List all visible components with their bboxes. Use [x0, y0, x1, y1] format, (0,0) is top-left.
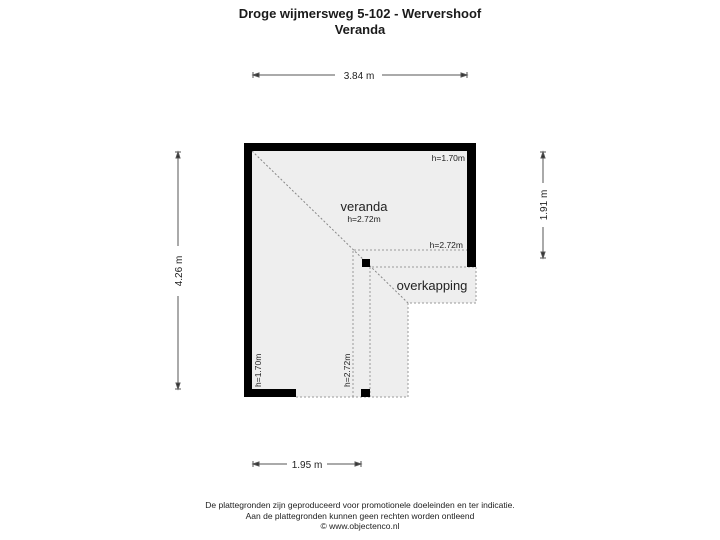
- floor-area: [244, 143, 476, 397]
- wall-bottom-left: [244, 389, 296, 397]
- disclaimer-line-2: Aan de plattegronden kunnen geen rechten…: [245, 510, 475, 521]
- height-label-mid-right: h=2.72m: [430, 240, 463, 250]
- disclaimer: De plattegronden zijn geproduceerd voor …: [0, 500, 720, 532]
- walls: [244, 143, 476, 397]
- dimension-top-width: [251, 72, 469, 78]
- plan-title-address: Droge wijmersweg 5-102 - Wervershoof: [238, 6, 482, 21]
- height-label-bottom-left: h=1.70m: [253, 354, 263, 387]
- room-height-veranda: h=2.72m: [347, 214, 380, 224]
- dimension-bottom-width-label: 1.95 m: [292, 460, 323, 471]
- room-label-veranda: veranda: [341, 199, 389, 214]
- dimension-right-height-label: 1.91 m: [539, 190, 550, 221]
- roof-hip-line: [251, 150, 409, 304]
- disclaimer-line-1: De plattegronden zijn geproduceerd voor …: [205, 500, 515, 510]
- height-label-top-right: h=1.70m: [432, 153, 465, 163]
- wall-left: [244, 143, 252, 397]
- dimension-left-height: [175, 150, 181, 391]
- dimension-bottom-width: [251, 461, 363, 467]
- post-top: [362, 259, 370, 267]
- wall-top: [244, 143, 476, 151]
- wall-right: [467, 143, 476, 267]
- dimension-left-height-label: 4.26 m: [174, 256, 185, 287]
- post-bottom: [361, 389, 370, 397]
- copyright-link[interactable]: © www.objectenco.nl: [320, 521, 400, 531]
- dimension-right-height: [540, 150, 546, 260]
- dimension-top-width-label: 3.84 m: [344, 71, 375, 82]
- room-label-overkapping: overkapping: [397, 278, 468, 293]
- plan-title-floor: Veranda: [334, 22, 386, 37]
- height-label-bottom-mid: h=2.72m: [342, 354, 352, 387]
